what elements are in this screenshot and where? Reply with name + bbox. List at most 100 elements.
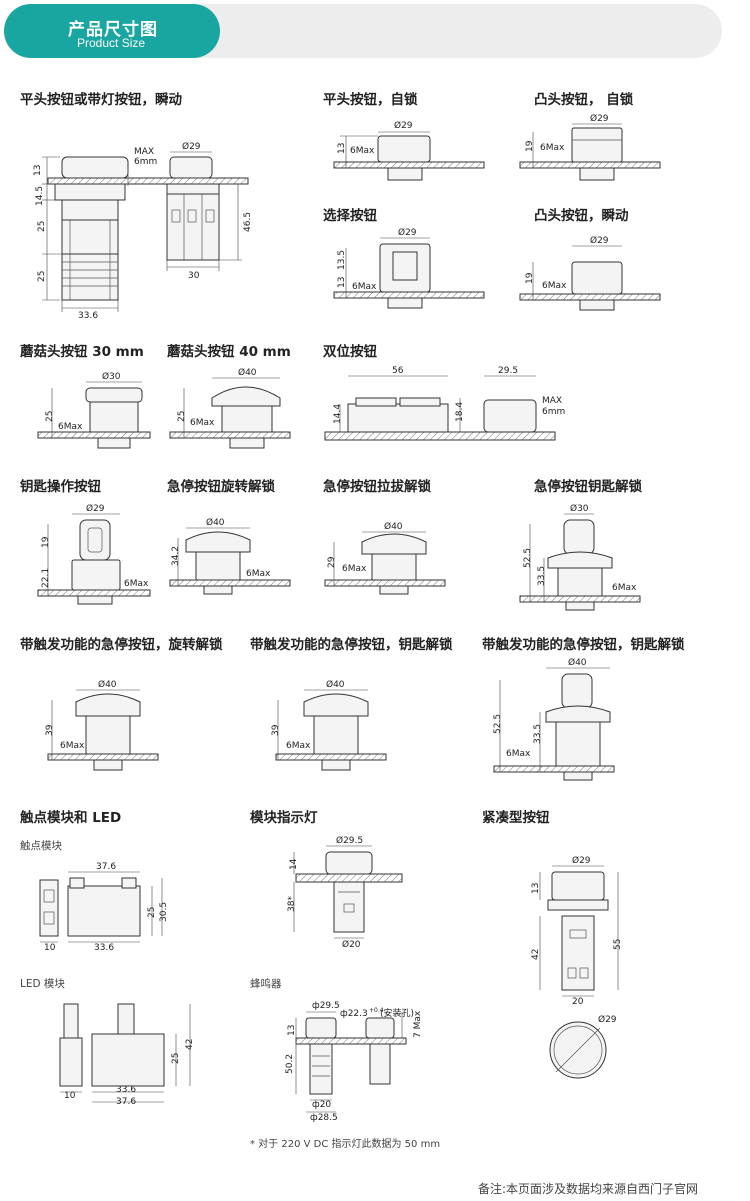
dim-label: 6Max [58,422,83,432]
drawing-raised-momentary: Ø29 19 6Max [519,235,661,311]
dim-label: 6Max [286,741,311,751]
dim-label: 42 [531,949,541,960]
dim-label: 52.5 [523,548,533,568]
title-mushroom40: 蘑菇头按钮 40 mm [167,344,291,360]
dim-label: 6mm [542,407,565,417]
drawing-led-module: 10 33.6 37.6 25 42 [59,1003,195,1107]
dim-label: Ø29.5 [336,835,363,846]
title-compact: 紧凑型按钮 [482,810,550,826]
title-estop-pull: 急停按钮拉拔解锁 [323,479,431,495]
header-tab: 产品尺寸图 Product Size [4,4,220,58]
dim-label: 6mm [134,157,157,167]
page-title: 产品尺寸图 [68,20,158,40]
dim-label: 25 [171,1053,181,1064]
title-key-operated: 钥匙操作按钮 [20,479,101,495]
dim-label: +0.4 [369,1007,384,1014]
title-trigger-twist: 带触发功能的急停按钮，旋转解锁 [20,637,223,653]
dim-label: 13 [337,277,347,288]
dim-label: Ø29 [398,227,417,238]
dim-label: Ø40 [384,521,403,532]
dim-label: Ø40 [238,367,257,378]
dim-label: 37.6 [96,862,116,872]
dim-label: Ø40 [326,679,345,690]
dim-label: Ø30 [570,503,589,514]
dim-label: ф28.5 [310,1113,338,1123]
title-trigger-key: 带触发功能的急停按钮，钥匙解锁 [250,637,453,653]
title-estop-twist: 急停按钮旋转解锁 [167,479,275,495]
title-raised-latching: 凸头按钮， 自锁 [534,92,634,108]
dim-label: ф22.3 [340,1009,368,1019]
dim-label: 56 [392,366,404,376]
dim-label: 6Max [246,569,271,579]
dim-label: 6Max [190,418,215,428]
dim-label: Ø40 [568,657,587,668]
dim-label: 14.5 [35,186,45,206]
dim-label: 34.2 [171,546,181,566]
dim-label: 14.4 [333,404,343,424]
subtitle-led-module: LED 模块 [20,978,65,990]
dim-label: ф29.5 [312,1001,340,1011]
dim-label: Ø29 [572,855,591,866]
dim-label: 46.5 [243,212,253,232]
dim-label: 6Max [540,143,565,153]
drawing-module-light: Ø29.5 Ø20 14 38* [287,835,403,950]
dim-label: 13 [531,883,541,894]
dim-label: 7 Max [413,1010,423,1038]
dim-label: (安装孔) [380,1007,414,1019]
dim-label: 13 [287,1025,297,1036]
drawing-dual: 56 29.5 14.4 18.4 MAX 6mm [324,366,565,441]
source-note: 备注:本页面涉及数据均来源自西门子官网 [478,1182,699,1196]
dim-label: 55 [613,939,623,950]
drawing-flat-latching: Ø29 13 6Max [333,120,485,181]
dim-label: Ø29 [86,503,105,514]
dim-label: Ø29 [394,120,413,131]
drawing-estop-twist: Ø40 34.2 6Max [169,517,291,595]
title-flat-latching: 平头按钮，自锁 [323,92,418,108]
subtitle-buzzer: 蜂鸣器 [250,978,282,990]
drawing-contact-module: 37.6 10 33.6 25 30.5 [39,862,169,953]
dim-label: 29.5 [498,366,518,376]
dim-label: Ø40 [98,679,117,690]
subtitle-contact-module: 触点模块 [20,840,62,852]
dim-label: Ø30 [102,371,121,382]
dim-label: 50.2 [285,1054,295,1074]
page-subtitle: Product Size [77,36,146,50]
dim-label: 25 [177,411,187,422]
title-flat-momentary: 平头按钮或带灯按钮，瞬动 [20,92,182,108]
dim-label: 6Max [60,741,85,751]
drawing-raised-latching: Ø29 19 6Max [519,113,661,181]
dim-label: Ø29 [590,235,609,246]
dim-label: 19 [41,536,51,548]
dim-label: 6Max [542,281,567,291]
dim-label: 19 [525,272,535,284]
drawing-key-operated: Ø29 19 22.1 6Max [37,503,151,605]
dim-label: 30 [188,271,200,281]
dim-label: 10 [64,1091,76,1101]
drawing-trigger-key: Ø40 39 6Max [271,679,387,771]
dim-label: 25 [37,221,47,232]
title-selector: 选择按钮 [323,208,377,224]
dim-label: 33.6 [116,1085,136,1095]
drawing-estop-key: Ø30 52.5 33.5 6Max [519,503,641,611]
dim-label: ф20 [312,1100,331,1110]
title-contact-led: 触点模块和 LED [20,810,122,826]
dim-label: 33.6 [78,311,98,321]
dim-label: 25 [147,907,157,918]
dim-label: Ø29 [182,141,201,152]
dim-label: Ø40 [206,517,225,528]
dim-label: 38* [287,896,297,912]
dim-label: 6Max [124,579,149,589]
dim-label: 33.6 [94,943,114,953]
dim-label: 39 [45,724,55,736]
title-raised-momentary: 凸头按钮，瞬动 [534,208,629,224]
dim-label: Ø20 [342,939,361,950]
dim-label: 10 [44,943,56,953]
drawing-trigger-key2: Ø40 52.5 33.5 6Max [493,657,615,781]
drawing-mushroom40: Ø40 25 6Max [169,367,291,449]
dim-label: 14 [289,858,299,870]
dim-label: 33.5 [533,724,543,744]
dim-label: 18.4 [455,402,465,422]
dim-label: 39 [271,724,281,736]
footnote: * 对于 220 V DC 指示灯此数据为 50 mm [250,1139,441,1150]
